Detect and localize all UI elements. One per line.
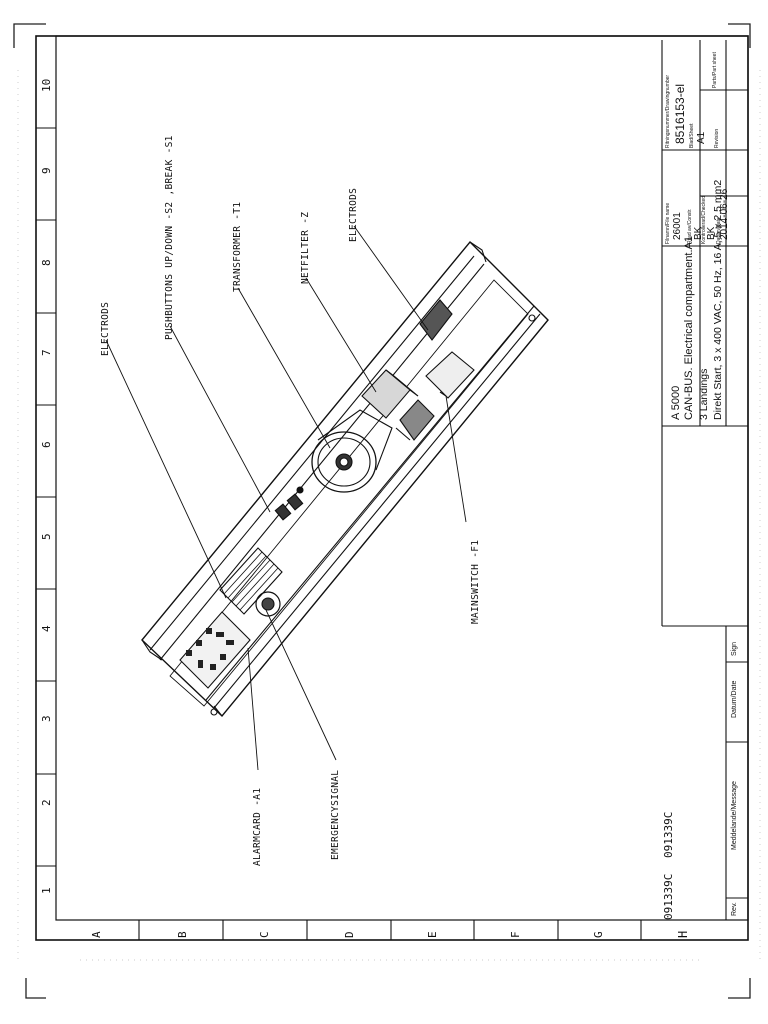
callout-leaders: [105, 225, 467, 771]
grid-row-C: C: [258, 931, 271, 938]
row-dividers: [138, 920, 642, 940]
compartment-sketch: [141, 240, 549, 718]
title-product: A 5000: [670, 385, 682, 420]
title-main: CAN-BUS. Electrical compartment.A1: [683, 236, 695, 420]
revision-table-lines: [725, 626, 748, 920]
date-value: 2014-06-26: [719, 188, 730, 240]
revision-code-2: 091339C: [662, 811, 675, 858]
callout-electrods-left: ELECTRODS: [100, 301, 111, 356]
grid-col-10: 10: [40, 78, 53, 92]
grid-col-1: 1: [40, 887, 53, 894]
column-dividers: [36, 127, 56, 867]
grid-row-E: E: [426, 931, 439, 938]
callout-transformer: TRANSFORMER -T1: [232, 201, 243, 292]
revision-label: Revision: [714, 128, 720, 148]
grid-col-5: 5: [40, 533, 53, 540]
callout-electrods-right: ELECTRODS: [348, 187, 359, 242]
grid-row-A: A: [90, 931, 103, 938]
grid-col-4: 4: [40, 625, 53, 632]
title-block-lines: [661, 40, 748, 627]
grid-col-8: 8: [40, 259, 53, 266]
callout-netfilter: NETFILTER -Z: [300, 211, 311, 284]
crop-marks: [13, 23, 751, 999]
grid-col-7: 7: [40, 349, 53, 356]
grid-row-G: G: [592, 931, 605, 938]
grid-col-3: 3: [40, 715, 53, 722]
revision-col-date: Datum/Date: [731, 680, 738, 718]
drawing-no-label: Ritningsnummer/Drawingnumber: [665, 74, 671, 148]
revision-col-sign: Sign: [731, 641, 738, 656]
sheet-value: A1: [696, 131, 707, 144]
callout-emergencysignal: EMERGENCYSIGNAL: [330, 769, 341, 860]
inner-border: [55, 35, 749, 921]
revision-code-1: 091339C: [662, 873, 675, 920]
callout-pushbuttons: PUSHBUTTONS UP/DOWN -S2 ,BREAK -S1: [164, 135, 175, 340]
title-landings: 3 Landings: [698, 368, 710, 420]
filename-value: 26001: [672, 212, 683, 240]
grid-row-F: F: [509, 931, 522, 938]
grid-row-H: H: [676, 930, 690, 938]
revision-col-rev: Rev.: [731, 902, 738, 916]
drawing-no-value: 8516153-el: [673, 83, 687, 144]
filename-label: Filnamn/File name: [665, 202, 671, 244]
outer-border: [35, 35, 749, 941]
grid-row-D: D: [343, 931, 356, 938]
callout-mainswitch: MAINSWITCH -F1: [470, 539, 481, 624]
grid-row-B: B: [176, 931, 189, 938]
grid-col-9: 9: [40, 167, 53, 174]
parts-label: Parts/Part sheet: [712, 52, 718, 88]
callout-alarmcard: ALARMCARD -A1: [252, 787, 263, 866]
revision-col-message: Meddelande/Message: [731, 781, 738, 850]
grid-col-2: 2: [40, 799, 53, 806]
sheet-label: Blad/Sheet: [689, 123, 695, 148]
grid-col-6: 6: [40, 441, 53, 448]
